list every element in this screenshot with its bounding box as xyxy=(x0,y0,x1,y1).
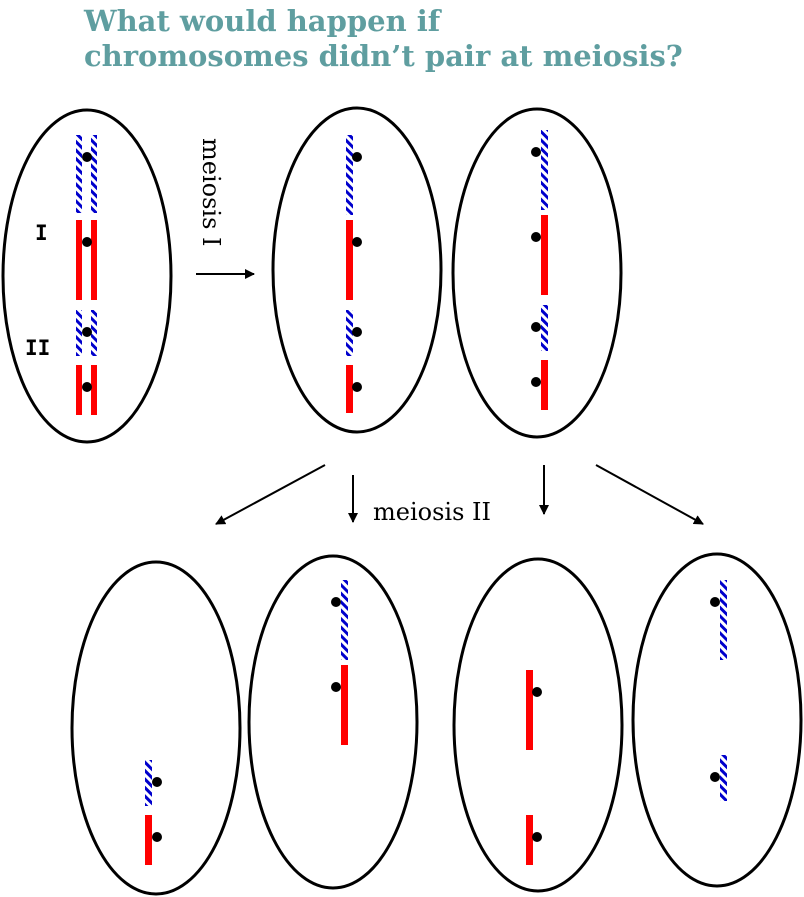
centromere xyxy=(82,382,92,392)
chromosome-hatched xyxy=(720,755,727,801)
meiosis-two-arrow xyxy=(595,464,704,525)
cell-outline xyxy=(1,108,173,444)
chromosome-solid xyxy=(145,815,152,865)
chromosome-solid xyxy=(541,215,548,295)
centromere xyxy=(710,597,720,607)
daughter-cell-1 xyxy=(271,106,443,434)
cell-outline xyxy=(451,107,623,439)
chromosome-hatched xyxy=(720,580,727,660)
centromere xyxy=(352,327,362,337)
chromosome-hatched xyxy=(76,310,82,356)
parent-cell: I II xyxy=(1,108,173,444)
centromere xyxy=(532,687,542,697)
centromere xyxy=(710,772,720,782)
centromere xyxy=(531,322,541,332)
chromosome-hatched xyxy=(346,135,353,215)
meiosis-one-label: meiosis I xyxy=(197,138,225,247)
chromosome-hatched xyxy=(541,305,548,351)
meiosis-two-arrow xyxy=(215,464,326,525)
chromosome-solid xyxy=(91,365,97,415)
meiosis-two-label: meiosis II xyxy=(373,498,491,526)
centromere xyxy=(82,237,92,247)
chromosome-solid xyxy=(346,220,353,300)
gamete-cell-3 xyxy=(452,557,624,893)
chromosome-solid xyxy=(526,815,533,865)
chromosome-hatched xyxy=(341,580,348,660)
gamete-cell-1 xyxy=(70,560,242,896)
centromere xyxy=(352,382,362,392)
gamete-cell-4 xyxy=(631,552,803,888)
cell-outline xyxy=(452,557,624,893)
chromosome-solid xyxy=(341,665,348,745)
chromosome-solid xyxy=(541,360,548,410)
centromere xyxy=(152,777,162,787)
title-line-1: What would happen if xyxy=(84,4,441,38)
chromosome-hatched xyxy=(91,135,97,213)
chromosome-solid xyxy=(346,365,353,413)
cell-outline xyxy=(631,552,803,888)
chromosome-solid xyxy=(76,220,82,300)
centromere xyxy=(531,377,541,387)
chromosome-hatched xyxy=(145,760,152,806)
page-title: What would happen if chromosomes didn’t … xyxy=(84,4,683,74)
title-line-2: chromosomes didn’t pair at meiosis? xyxy=(84,39,683,73)
centromere xyxy=(531,232,541,242)
centromere xyxy=(82,327,92,337)
centromere xyxy=(352,237,362,247)
chromosome-solid xyxy=(76,365,82,415)
centromere xyxy=(331,597,341,607)
chromosome-hatched xyxy=(541,130,548,210)
chromosome-solid xyxy=(526,670,533,750)
meiosis-two-step: meiosis II xyxy=(215,464,704,526)
meiosis-one-step: meiosis I xyxy=(196,138,255,279)
cell-outline xyxy=(271,106,443,434)
cell-outline xyxy=(70,560,242,896)
centromere xyxy=(82,152,92,162)
cell-outline xyxy=(247,554,419,890)
gamete-cell-2 xyxy=(247,554,419,890)
chromosome-hatched xyxy=(346,310,353,356)
chromosome-hatched xyxy=(91,310,97,356)
centromere xyxy=(352,152,362,162)
pair-label-one: I xyxy=(35,221,48,245)
centromere xyxy=(531,147,541,157)
chromosome-hatched xyxy=(76,135,82,213)
chromosome-solid xyxy=(91,220,97,300)
centromere xyxy=(331,682,341,692)
centromere xyxy=(152,832,162,842)
daughter-cell-2 xyxy=(451,107,623,439)
centromere xyxy=(532,832,542,842)
pair-label-two: II xyxy=(25,336,50,360)
